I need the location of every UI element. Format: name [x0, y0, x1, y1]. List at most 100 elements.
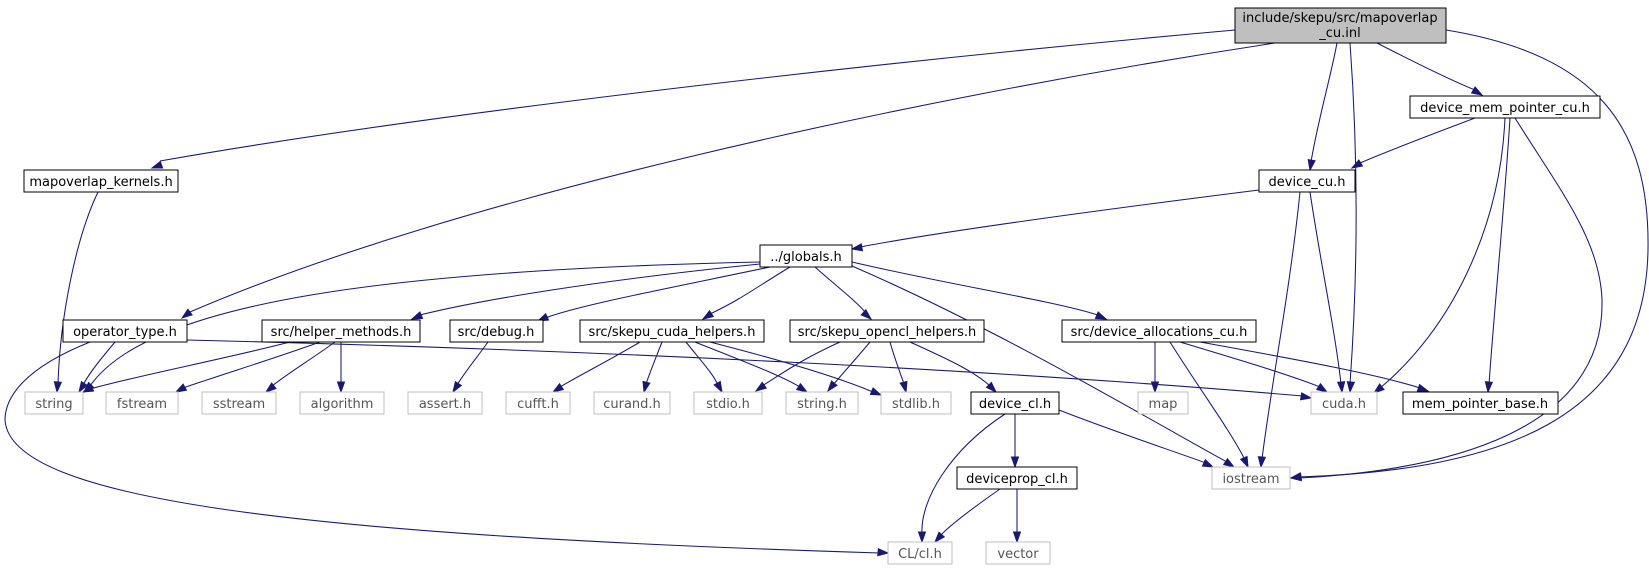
node-device-allocations-cu[interactable]: src/device_allocations_cu.h: [1061, 319, 1257, 343]
edge-device-mem-pointer-cuda: [1372, 117, 1506, 394]
edge-line: [57, 191, 99, 385]
edge-line: [182, 341, 321, 389]
node-device-mem-pointer-cu[interactable]: device_mem_pointer_cu.h: [1409, 95, 1601, 119]
node-label: src/skepu_opencl_helpers.h: [798, 325, 976, 340]
edge-line: [1376, 42, 1476, 91]
node-string[interactable]: string: [24, 391, 84, 415]
edge-line: [559, 341, 641, 388]
node-debug[interactable]: src/debug.h: [449, 319, 544, 343]
edge-device-cl-iostream: [1058, 409, 1215, 468]
edge-device-allocations-iostream: [1169, 341, 1249, 469]
node-cuda[interactable]: cuda.h: [1310, 391, 1378, 415]
node-string-h[interactable]: string.h: [785, 391, 859, 415]
node-label: src/helper_methods.h: [271, 325, 412, 340]
node-skepu-cuda-helpers[interactable]: src/skepu_cuda_helpers.h: [579, 319, 765, 343]
arrowhead-icon: [150, 160, 164, 169]
edge-globals-debug: [536, 266, 771, 322]
edge-line: [939, 488, 1001, 537]
node-stdio[interactable]: stdio.h: [693, 391, 763, 415]
node-label: fstream: [117, 397, 167, 412]
edge-line: [645, 341, 663, 385]
node-assert[interactable]: assert.h: [407, 391, 483, 415]
arrowhead-icon: [452, 380, 463, 394]
node-mapoverlap-cu-inl[interactable]: include/skepu/src/mapoverlap _cu.inl: [1234, 7, 1447, 44]
node-helper-methods[interactable]: src/helper_methods.h: [261, 319, 421, 343]
arrowhead-icon: [877, 547, 890, 557]
node-label: stdlib.h: [892, 397, 940, 412]
node-label: mem_pointer_base.h: [1412, 397, 1548, 412]
arrowhead-icon: [1201, 458, 1215, 468]
edge-globals-helper-methods: [410, 263, 761, 320]
edge-line: [1309, 191, 1342, 385]
arrowhead-icon: [1257, 456, 1267, 469]
edge-mapoverlap-kernels-string: [53, 191, 99, 394]
arrowhead-icon: [1416, 383, 1430, 392]
edge-device-cu-cuda: [1309, 191, 1346, 394]
edge-operator-type-string: [78, 341, 116, 394]
node-label: ../globals.h: [770, 250, 841, 265]
node-operator-type[interactable]: operator_type.h: [62, 319, 188, 343]
edge-line: [685, 341, 719, 386]
edge-device-mem-pointer-device-cu: [1350, 117, 1476, 169]
arrowhead-icon: [1372, 383, 1385, 394]
edge-opencl-helpers-stdio: [754, 341, 841, 392]
node-vector[interactable]: vector: [985, 541, 1051, 565]
edge-line: [1310, 42, 1338, 163]
edge-helper-methods-sstream: [264, 341, 336, 393]
edge-debug-assert: [452, 341, 489, 394]
node-globals[interactable]: ../globals.h: [759, 244, 853, 268]
node-sstream[interactable]: sstream: [201, 391, 277, 415]
edge-helper-methods-fstream: [174, 341, 321, 393]
dependency-edges: [4, 29, 1649, 557]
arrowhead-icon: [1470, 86, 1484, 96]
node-label: string.h: [797, 397, 847, 412]
edge-line: [456, 341, 489, 386]
edge-line: [159, 29, 1236, 162]
edge-device-cl-cl: [917, 413, 1006, 544]
arrowhead-icon: [1484, 381, 1494, 394]
edge-line: [544, 266, 771, 319]
node-cl-cl-h[interactable]: CL/cl.h: [887, 541, 953, 565]
node-label: deviceprop_cl.h: [966, 472, 1068, 487]
node-iostream[interactable]: iostream: [1211, 466, 1291, 490]
node-label: cufft.h: [517, 397, 559, 412]
node-algorithm[interactable]: algorithm: [299, 391, 385, 415]
edge-line: [921, 413, 1006, 535]
arrowhead-icon: [713, 380, 723, 394]
arrowhead-icon: [701, 309, 715, 320]
edge-device-mem-pointer-mem-pointer-base: [1484, 117, 1511, 394]
node-mem-pointer-base[interactable]: mem_pointer_base.h: [1402, 391, 1559, 415]
node-label: map: [1149, 397, 1178, 412]
edge-operator-type-cl: [4, 341, 890, 557]
node-cufft[interactable]: cufft.h: [505, 391, 571, 415]
arrowhead-icon: [1239, 455, 1249, 469]
arrowhead-icon: [754, 381, 768, 392]
edge-line: [909, 341, 991, 387]
edge-root-mapoverlap-kernels: [150, 29, 1236, 169]
node-label: curand.h: [603, 397, 661, 412]
node-stdlib[interactable]: stdlib.h: [880, 391, 952, 415]
node-device-cu[interactable]: device_cu.h: [1258, 169, 1356, 193]
edge-globals-skepu-cuda-helpers: [701, 266, 791, 320]
edge-line: [832, 341, 871, 386]
node-label: cuda.h: [1322, 397, 1366, 412]
edge-line: [1349, 42, 1357, 385]
arrowhead-icon: [917, 531, 927, 544]
edge-operator-type-cuda: [186, 339, 1313, 401]
edge-line: [1379, 117, 1506, 389]
arrowhead-icon: [850, 243, 864, 252]
edge-cuda-helpers-string-h: [694, 341, 809, 393]
node-curand[interactable]: curand.h: [593, 391, 671, 415]
node-deviceprop-cl[interactable]: deviceprop_cl.h: [956, 466, 1078, 490]
edge-cuda-helpers-cufft: [551, 341, 641, 393]
edge-device-allocations-mem-pointer-base: [1199, 341, 1430, 392]
node-map[interactable]: map: [1137, 391, 1189, 415]
node-skepu-opencl-helpers[interactable]: src/skepu_opencl_helpers.h: [789, 319, 985, 343]
node-device-cl[interactable]: device_cl.h: [970, 391, 1060, 415]
node-fstream[interactable]: fstream: [105, 391, 179, 415]
node-mapoverlap-kernels[interactable]: mapoverlap_kernels.h: [23, 169, 179, 193]
arrowhead-icon: [1307, 158, 1316, 172]
edge-line: [851, 265, 1228, 463]
edge-device-allocations-cuda: [1179, 341, 1329, 393]
arrowhead-icon: [1289, 472, 1302, 482]
